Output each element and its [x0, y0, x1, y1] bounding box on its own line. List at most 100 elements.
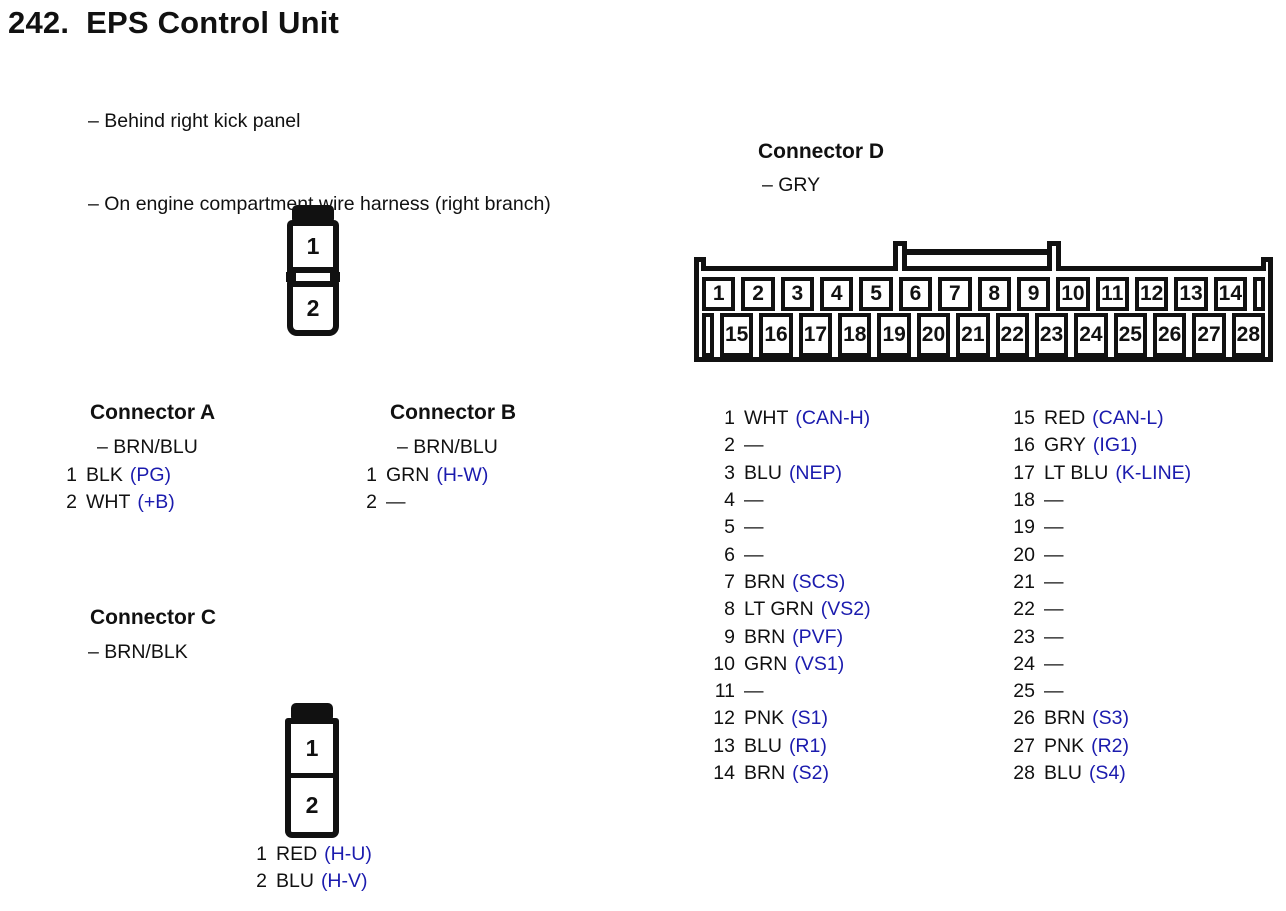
pin-row: 20—: [1000, 541, 1191, 568]
pin-number: 28: [1013, 762, 1035, 784]
connector-d-title: Connector D: [758, 140, 884, 163]
pin-wire-color: BRN: [744, 762, 786, 784]
connector-d-cavity: 21: [956, 313, 990, 357]
pin-wire-color: BLU: [1044, 762, 1082, 784]
pin-wire-color: BRN: [744, 570, 786, 593]
pin-number: 2: [724, 434, 735, 457]
connector-d-cavity: 4: [820, 277, 854, 311]
connector-d-cavity: 5: [859, 277, 893, 311]
pin-signal-code: (CAN-L): [1092, 407, 1164, 430]
pin-signal-code: (S2): [792, 762, 830, 784]
connector-d-cavity: 13: [1174, 277, 1208, 311]
pin-number: 2: [366, 491, 377, 514]
pin-wire-color: —: [386, 491, 406, 514]
pin-row: 19—: [1000, 514, 1191, 541]
connector-d-cavity: 23: [1034, 313, 1069, 357]
pin-wire-color: —: [744, 680, 764, 703]
pin-wire-color: BLU: [744, 734, 782, 757]
pin-row: 21 —: [1000, 569, 1191, 596]
pin-signal-code: (PVF): [792, 625, 844, 648]
pin-row: 2—: [703, 432, 871, 459]
pin-signal-code: (H-U): [324, 843, 372, 866]
pin-wire-color: RED: [276, 843, 318, 866]
pin-number: 25: [1013, 680, 1035, 703]
pin-wire-color: LT GRN: [744, 598, 814, 621]
connector-d-cavity: 22: [995, 313, 1029, 357]
pin-wire-color: GRN: [386, 464, 430, 487]
connector-d-cavity: 17: [798, 313, 833, 357]
connector-d-cavity: 26: [1152, 313, 1187, 357]
connector-ab-cavity: 2: [287, 281, 339, 336]
pin-number: 2: [66, 491, 77, 514]
pin-wire-color: BLK: [86, 464, 123, 487]
pin-wire-color: LT BLU: [1044, 461, 1109, 484]
connector-d-cavity: 12: [1134, 277, 1169, 311]
pin-wire-color: —: [744, 516, 764, 539]
connector-a-color-note: – BRN/BLU: [97, 436, 198, 458]
connector-d-cavity: 18: [838, 313, 872, 357]
connector-ab-diagram: 1 2: [284, 205, 342, 336]
connector-ab-cavity: 1: [287, 220, 339, 273]
connector-d-cavity: 8: [977, 277, 1011, 311]
pin-wire-color: GRN: [744, 652, 788, 675]
pin-wire-color: —: [1044, 652, 1064, 675]
connector-d-cavity: 20: [916, 313, 951, 357]
connector-d-cavity: 1: [702, 277, 736, 311]
pin-number: 26: [1013, 707, 1035, 730]
connector-d-cavity: 3: [780, 277, 815, 311]
pin-wire-color: —: [1044, 570, 1064, 593]
connector-d-cavity: 9: [1016, 277, 1051, 311]
pin-number: 7: [724, 570, 735, 593]
pin-signal-code: (IG1): [1092, 434, 1138, 457]
pin-wire-color: —: [1044, 489, 1064, 512]
pin-number: 10: [713, 652, 735, 675]
pin-number: 13: [713, 734, 735, 757]
connector-ab-joint: [286, 272, 340, 282]
pin-number: 11: [714, 680, 735, 703]
connector-d-cavity: 14: [1213, 277, 1248, 311]
pin-wire-color: PNK: [744, 707, 785, 730]
pin-number: 6: [724, 543, 735, 566]
pin-signal-code: (PG): [129, 464, 172, 487]
connector-c-diagram: 1 2: [283, 703, 341, 838]
pin-number: 12: [713, 707, 735, 730]
pin-row: 8 LT GRN (VS2): [703, 596, 871, 623]
pin-number: 21: [1013, 570, 1035, 593]
pin-signal-code: (SCS): [792, 570, 846, 593]
connector-d-color-note: – GRY: [762, 174, 821, 196]
pin-number: 1: [366, 464, 377, 487]
pin-row: 22—: [1000, 596, 1191, 623]
pin-number: 22: [1013, 598, 1035, 621]
pin-wire-color: BLU: [744, 461, 782, 484]
pin-wire-color: GRY: [1044, 434, 1086, 457]
pin-number: 8: [724, 598, 735, 621]
pin-signal-code: (VS2): [820, 598, 871, 621]
pin-wire-color: —: [744, 489, 764, 512]
connector-d-latch-bar: [905, 249, 1049, 255]
pin-number: 27: [1013, 734, 1035, 757]
pin-row: 18—: [1000, 487, 1191, 514]
page-title: EPS Control Unit: [86, 5, 340, 40]
connector-d-cavity: 27: [1192, 313, 1226, 357]
pin-number: 9: [724, 625, 735, 648]
connector-d-cavity: 11: [1095, 277, 1129, 311]
connector-d-corner-tab-left: [694, 257, 706, 271]
pin-number: 20: [1013, 543, 1035, 566]
pin-number: 16: [1013, 434, 1035, 457]
connector-b-color-note: – BRN/BLU: [397, 436, 498, 458]
